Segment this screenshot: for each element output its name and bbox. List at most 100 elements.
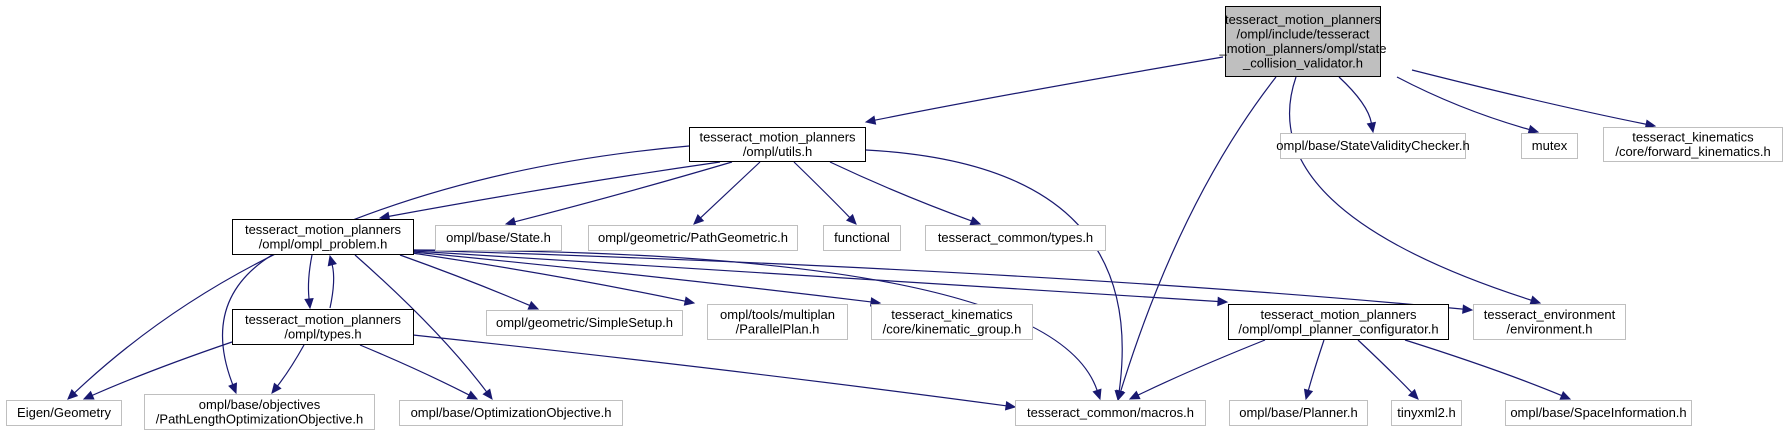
node-root[interactable]: tesseract_motion_planners/ompl/include/t…: [1219, 6, 1387, 77]
node-label-line: tesseract_motion_planners: [245, 312, 402, 327]
node-box: [689, 127, 866, 162]
node-spaceinfo: ompl/base/SpaceInformation.h: [1505, 400, 1692, 426]
edge-utils-to-pathgeo: [693, 161, 761, 225]
edge-line: [399, 254, 530, 307]
node-box: [435, 225, 562, 251]
edge-root-to-env: [1288, 76, 1542, 305]
node-label-line: /ParallelPlan.h: [736, 321, 820, 336]
edge-line: [793, 161, 851, 218]
arrow-head-icon: [482, 388, 493, 400]
edge-configurator-to-spaceinfo: [1404, 339, 1572, 400]
arrow-head-icon: [1092, 388, 1102, 401]
node-label-line: ompl/base/Planner.h: [1239, 405, 1358, 420]
nodes-layer: tesseract_motion_planners/ompl/include/t…: [6, 6, 1783, 430]
edge-types-to-problem: [327, 254, 337, 309]
arrow-head-icon: [1529, 295, 1542, 305]
node-label-line: ompl/geometric/PathGeometric.h: [598, 230, 788, 245]
node-box: [486, 310, 683, 336]
edge-types-to-optobj: [359, 344, 479, 400]
node-label-line: /ompl/ompl_planner_configurator.h: [1238, 321, 1438, 336]
node-label-line: ompl/base/StateValidityChecker.h: [1276, 138, 1469, 153]
node-kingroup: tesseract_kinematics/core/kinematic_grou…: [871, 304, 1033, 340]
edge-line: [1288, 76, 1532, 301]
edge-line: [1307, 339, 1325, 391]
edge-line: [221, 254, 273, 385]
node-label-line: _motion_planners/ompl/state: [1219, 41, 1387, 56]
arrow-head-icon: [1407, 388, 1419, 400]
node-box: [1505, 400, 1692, 426]
edge-line: [412, 249, 1464, 310]
node-configurator[interactable]: tesseract_motion_planners/ompl/ompl_plan…: [1228, 304, 1449, 340]
edge-line: [1137, 339, 1266, 396]
edges-layer: [67, 56, 1657, 411]
edge-line: [1404, 339, 1562, 397]
arrow-head-icon: [67, 389, 79, 400]
edge-line: [388, 161, 721, 217]
edge-utils-to-problem: [378, 161, 721, 221]
edge-line: [865, 149, 1123, 392]
edge-root-to-utils: [864, 56, 1224, 125]
node-label-line: functional: [834, 230, 890, 245]
arrow-head-icon: [1114, 389, 1125, 402]
edge-types-to-macros: [412, 334, 1017, 411]
arrow-head-icon: [864, 115, 877, 125]
edge-line: [412, 249, 1098, 391]
node-box: [1229, 400, 1368, 426]
edge-root-to-macros: [1116, 76, 1277, 402]
edge-problem-to-configurator: [412, 250, 1229, 307]
node-label-line: ompl/base/SpaceInformation.h: [1510, 405, 1686, 420]
arrow-head-icon: [304, 298, 314, 310]
edge-line: [1120, 76, 1277, 392]
node-label-line: tesseract_environment: [1484, 307, 1616, 322]
edge-utils-to-functional: [793, 161, 857, 225]
node-functional: functional: [823, 225, 901, 251]
node-box: [925, 225, 1106, 251]
node-fk: tesseract_kinematics/core/forward_kinema…: [1603, 127, 1783, 162]
node-ctypes: tesseract_common/types.h: [925, 225, 1106, 251]
edge-line: [1357, 339, 1413, 393]
arrow-head-icon: [1004, 401, 1017, 411]
edge-line: [307, 254, 313, 300]
node-utils[interactable]: tesseract_motion_planners/ompl/utils.h: [689, 127, 866, 162]
edge-root-to-mutex: [1396, 76, 1540, 135]
node-label-line: ompl/base/OptimizationObjective.h: [411, 405, 612, 420]
node-svc: ompl/base/StateValidityChecker.h: [1276, 133, 1470, 159]
node-label-line: /ompl/include/tesseract: [1237, 26, 1370, 41]
node-label-line: /core/kinematic_group.h: [883, 321, 1022, 336]
node-label-line: tesseract_motion_planners: [245, 222, 402, 237]
edge-types-to-pathlen: [271, 344, 305, 394]
node-label-line: ompl/base/State.h: [446, 230, 551, 245]
edge-line: [829, 161, 972, 222]
edge-line: [700, 161, 761, 219]
node-label-line: ompl/geometric/SimpleSetup.h: [496, 315, 673, 330]
node-planner: ompl/base/Planner.h: [1229, 400, 1368, 426]
edge-line: [277, 344, 305, 387]
node-parallel: ompl/tools/multiplan/ParallelPlan.h: [707, 304, 848, 340]
edge-problem-to-types: [304, 254, 314, 310]
arrow-head-icon: [1303, 388, 1314, 401]
arrow-head-icon: [1527, 124, 1540, 135]
edge-line: [412, 334, 1007, 407]
node-label-line: tesseract_motion_planners: [1225, 12, 1382, 27]
node-label-line: mutex: [1532, 138, 1568, 153]
node-env: tesseract_environment/environment.h: [1473, 304, 1626, 340]
node-problem[interactable]: tesseract_motion_planners/ompl/ompl_prob…: [232, 219, 414, 255]
node-simple: ompl/geometric/SimpleSetup.h: [486, 310, 683, 336]
node-types[interactable]: tesseract_motion_planners/ompl/types.h: [232, 309, 414, 345]
node-label-line: ompl/tools/multiplan: [720, 307, 835, 322]
node-box: [232, 219, 414, 255]
node-label-line: tesseract_kinematics: [891, 307, 1013, 322]
node-box: [1603, 127, 1783, 162]
node-label-line: tinyxml2.h: [1397, 405, 1456, 420]
node-box: [1521, 133, 1578, 159]
node-label-line: /environment.h: [1507, 321, 1593, 336]
node-label-line: tesseract_motion_planners: [1260, 307, 1417, 322]
node-label-line: ompl/base/objectives: [199, 397, 321, 412]
node-box: [399, 400, 623, 426]
node-eigen: Eigen/Geometry: [6, 400, 122, 426]
node-box: [1225, 6, 1381, 77]
arrow-head-icon: [271, 382, 282, 394]
node-box: [588, 225, 798, 251]
edge-line: [874, 56, 1224, 121]
